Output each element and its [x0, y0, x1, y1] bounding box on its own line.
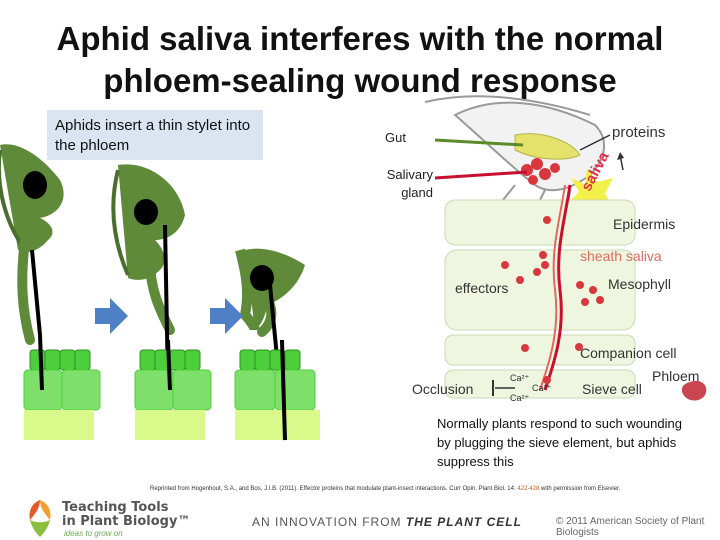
label-phloem: Phloem [652, 368, 700, 384]
aphid-1-stylet [30, 249, 42, 336]
aphid-1 [0, 144, 64, 345]
brand-line-2: in Plant Biology™ [62, 514, 191, 529]
copyright-notice: © 2011 American Society of Plant Biologi… [556, 516, 705, 538]
label-salivary-gland: Salivary gland [373, 166, 433, 202]
slide-title: Aphid saliva interferes with the normal … [0, 18, 720, 102]
salivary-pointer-line [434, 170, 528, 180]
innovation-brand: THE PLANT CELL [405, 515, 522, 529]
label-salivary: Salivary [386, 167, 433, 182]
citation-link[interactable]: 422-428 [517, 486, 540, 492]
phloem-cross-section-diagram [424, 95, 707, 401]
progress-arrow-2 [210, 298, 243, 334]
label-gut: Gut [385, 130, 406, 145]
label-calcium-1: Ca²⁺ [510, 373, 530, 383]
label-occlusion: Occlusion [412, 381, 474, 397]
aphid-3-eye [250, 265, 274, 291]
wound-response-caption: Normally plants respond to such wounding… [437, 416, 682, 469]
brand-line-1: Teaching Tools [62, 500, 169, 515]
gut-pointer-line [434, 138, 524, 147]
label-sieve-cell: Sieve cell [582, 381, 642, 397]
aphid-feeding-illustration [0, 144, 320, 441]
footer-band [29, 500, 51, 537]
effector-dots [501, 216, 604, 384]
mesophyll-layer [444, 249, 636, 331]
cell-group-3 [234, 349, 320, 440]
innovation-prefix: AN INNOVATION FROM [252, 515, 402, 529]
companion-cell-layer [444, 334, 636, 366]
aphid-gut [514, 133, 581, 160]
label-proteins: proteins [612, 124, 666, 141]
saliva-starburst [567, 168, 615, 224]
citation-text: Reprinted from Hogenhout, S.A., and Bos,… [150, 486, 516, 492]
epidermis-layer [444, 199, 636, 246]
teaching-tools-logo-icon [29, 500, 51, 537]
cell-group-1 [23, 349, 101, 440]
label-gland: gland [401, 185, 433, 200]
intro-caption-box: Aphids insert a thin stylet into the phl… [47, 110, 263, 160]
cell-group-2 [134, 349, 212, 440]
phloem-blob [681, 380, 707, 401]
citation: Reprinted from Hogenhout, S.A., and Bos,… [150, 486, 690, 492]
label-calcium-2: Ca²⁺ [532, 383, 552, 393]
brand-tagline: ideas to grow on [64, 529, 123, 538]
title-line-2: phloem-sealing wound response [103, 62, 617, 99]
label-sheath-saliva: sheath saliva [580, 248, 662, 264]
label-effectors: effectors [455, 280, 509, 296]
title-line-1: Aphid saliva interferes with the normal [56, 20, 664, 57]
citation-suffix: with permission from Elsevier. [541, 486, 621, 492]
stylet-path [543, 184, 572, 391]
label-mesophyll: Mesophyll [608, 276, 672, 292]
label-companion-cell: Companion cell [580, 345, 677, 361]
innovation-credit: AN INNOVATION FROM THE PLANT CELL [252, 515, 522, 529]
aphid-1-eye [23, 171, 47, 199]
progress-arrow-1 [95, 298, 128, 334]
label-epidermis: Epidermis [613, 216, 676, 232]
salivary-gland [521, 158, 560, 185]
label-calcium-3: Ca²⁺ [510, 393, 530, 403]
aphid-2-eye [134, 199, 158, 225]
